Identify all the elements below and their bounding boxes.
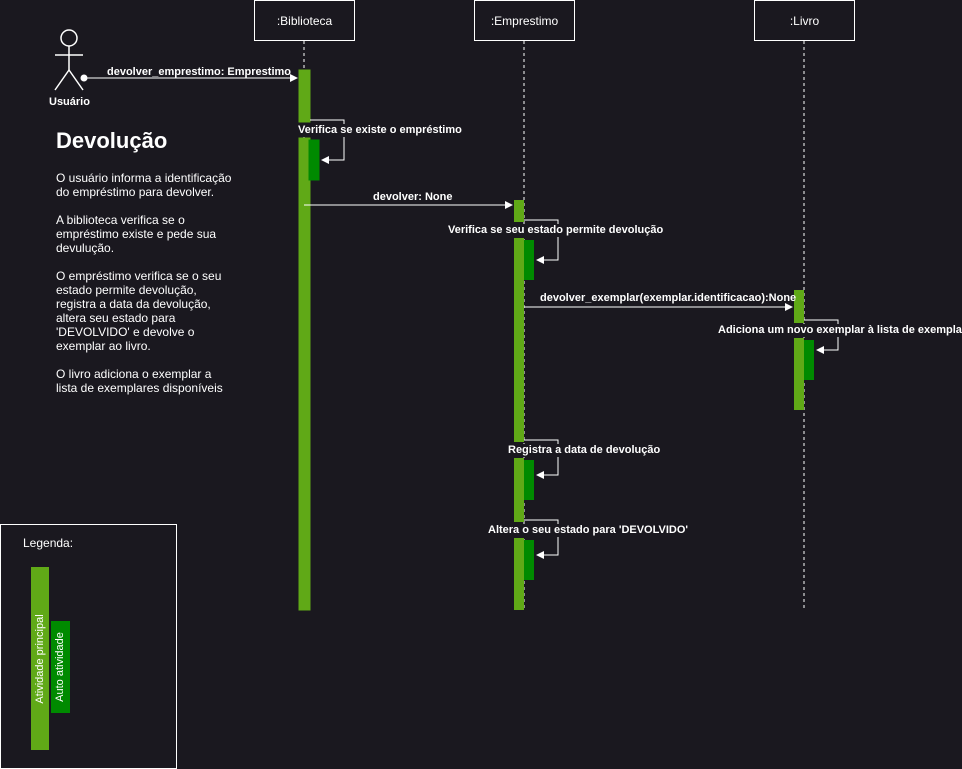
self-activation-livro <box>804 340 814 380</box>
activation-emprestimo-3 <box>514 458 524 522</box>
message-devolver-emprestimo: devolver_emprestimo: Emprestimo <box>107 66 292 78</box>
arrow-altera-estado <box>524 519 559 559</box>
legend-title: Legenda: <box>23 536 74 550</box>
arrow-verifica-estado <box>524 219 559 264</box>
description-paragraph-4: O livro adiciona o exemplar a lista de e… <box>56 367 223 395</box>
message-verifica-existe: Verifica se existe o empréstimo <box>298 124 462 137</box>
participant-livro: :Livro <box>754 0 855 41</box>
arrow-verifica-existe <box>310 119 345 164</box>
self-activation-biblioteca <box>308 139 320 181</box>
activation-emprestimo-2 <box>514 238 524 442</box>
self-activation-emprestimo-1 <box>524 240 534 280</box>
activation-emprestimo-1 <box>514 200 524 222</box>
message-devolver: devolver: None <box>373 191 453 203</box>
description-paragraph-1: O usuário informa a identificação do emp… <box>56 171 232 199</box>
participant-emprestimo: :Emprestimo <box>474 0 575 41</box>
arrow-registra-data <box>524 439 559 479</box>
activation-emprestimo-4 <box>514 538 524 610</box>
message-adiciona-exemplar: Adiciona um novo exemplar à lista de exe… <box>718 324 962 337</box>
activation-livro-1 <box>794 290 804 323</box>
activation-livro-2 <box>794 338 804 410</box>
legend-self-activity-swatch <box>51 621 70 713</box>
legend-main-activity-label: Atividade principal <box>34 614 46 704</box>
message-devolver-exemplar: devolver_exemplar(exemplar.identificacao… <box>540 292 797 304</box>
legend-self-activity-label: Auto atividade <box>54 632 66 702</box>
message-registra-data: Registra a data de devolução <box>508 444 661 457</box>
self-activation-emprestimo-2 <box>524 460 534 500</box>
description-text: O usuário informa a identificação do emp… <box>56 171 234 409</box>
participant-biblioteca: :Biblioteca <box>254 0 355 41</box>
self-activation-emprestimo-3 <box>524 540 534 580</box>
actor-label: Usuário <box>49 96 90 108</box>
description-paragraph-3: O empréstimo verifica se o seu estado pe… <box>56 269 222 353</box>
description-title: Devolução <box>56 128 168 153</box>
actor-figure <box>54 29 84 91</box>
legend-box <box>0 524 177 769</box>
message-verifica-estado: Verifica se seu estado permite devolução <box>448 224 664 237</box>
activation-biblioteca-2 <box>298 137 311 611</box>
activation-biblioteca-1 <box>298 69 311 123</box>
description-paragraph-2: A biblioteca verifica se o empréstimo ex… <box>56 213 217 255</box>
message-altera-estado: Altera o seu estado para 'DEVOLVIDO' <box>488 524 689 537</box>
legend-main-activity-swatch <box>31 567 49 750</box>
